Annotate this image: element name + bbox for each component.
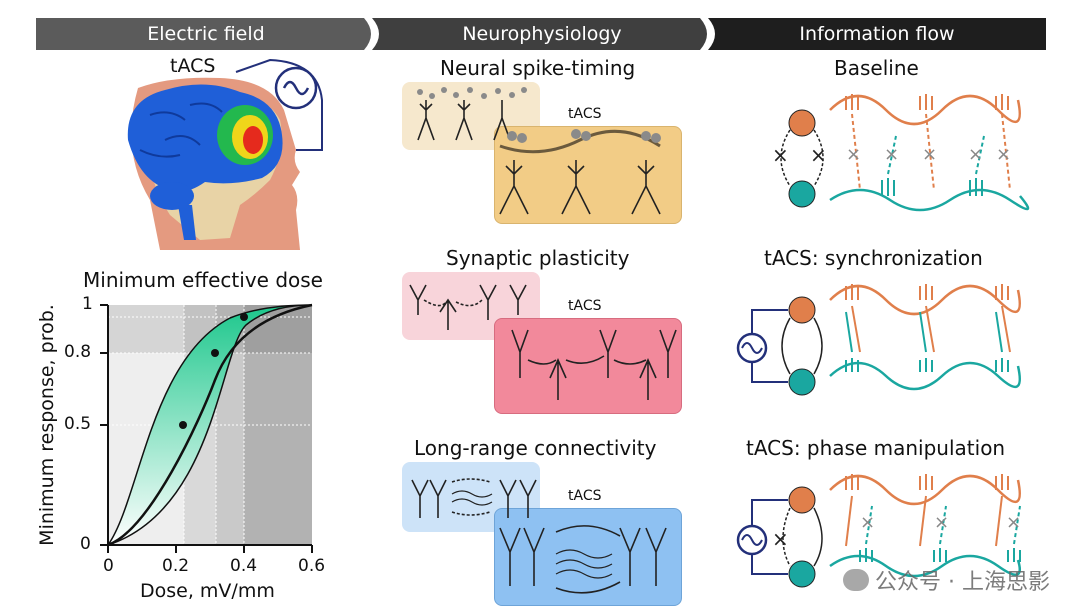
y-tick-08: 0.8 [64, 342, 92, 362]
baseline-title: Baseline [834, 56, 919, 80]
spike-tacs-label: tACS [568, 106, 602, 122]
spike-timing-title: Neural spike-timing [440, 56, 636, 80]
x-tick-0: 0 [103, 556, 114, 576]
header-information-flow: Information flow [708, 18, 1046, 50]
connectivity-tacs-panel [494, 508, 682, 606]
header-neurophysiology-label: Neurophysiology [462, 23, 622, 45]
spike-tacs-panel [494, 126, 682, 224]
connectivity-title: Long-range connectivity [414, 436, 657, 460]
svg-text:×: × [884, 144, 899, 165]
svg-text:×: × [1006, 512, 1021, 533]
plasticity-tacs-label: tACS [568, 298, 602, 314]
svg-text:×: × [846, 144, 861, 165]
svg-text:×: × [772, 143, 789, 167]
y-tick-1: 1 [82, 294, 93, 314]
phase-manipulation-title: tACS: phase manipulation [746, 436, 1006, 460]
left-tacs-label: tACS [170, 55, 216, 77]
watermark-text: 公众号 · 上海思影 [875, 570, 1050, 595]
svg-text:×: × [922, 144, 937, 165]
x-tick-02: 0.2 [162, 556, 190, 576]
synchronization-title: tACS: synchronization [764, 246, 983, 270]
wechat-icon [843, 569, 870, 591]
x-tick-04: 0.4 [230, 556, 258, 576]
y-tick-05: 0.5 [64, 414, 92, 434]
svg-text:×: × [996, 144, 1011, 165]
svg-text:×: × [968, 144, 983, 165]
svg-text:×: × [772, 527, 789, 551]
svg-text:×: × [810, 143, 827, 167]
svg-text:×: × [860, 512, 875, 533]
y-tick-0: 0 [80, 534, 91, 554]
header-information-flow-label: Information flow [799, 23, 955, 45]
x-axis-label: Dose, mV/mm [140, 580, 275, 602]
header-electric-field: Electric field [36, 18, 376, 50]
header-neurophysiology: Neurophysiology [372, 18, 712, 50]
connectivity-tacs-label: tACS [568, 488, 602, 504]
dose-chart-title: Minimum effective dose [83, 268, 323, 292]
x-tick-06: 0.6 [298, 556, 326, 576]
y-axis-label: Minimum response, prob. [35, 304, 58, 546]
plasticity-title: Synaptic plasticity [446, 246, 630, 270]
watermark: 公众号 · 上海思影 [843, 564, 1050, 596]
svg-text:×: × [934, 512, 949, 533]
plasticity-tacs-panel [494, 318, 682, 414]
header-electric-field-label: Electric field [147, 23, 265, 45]
